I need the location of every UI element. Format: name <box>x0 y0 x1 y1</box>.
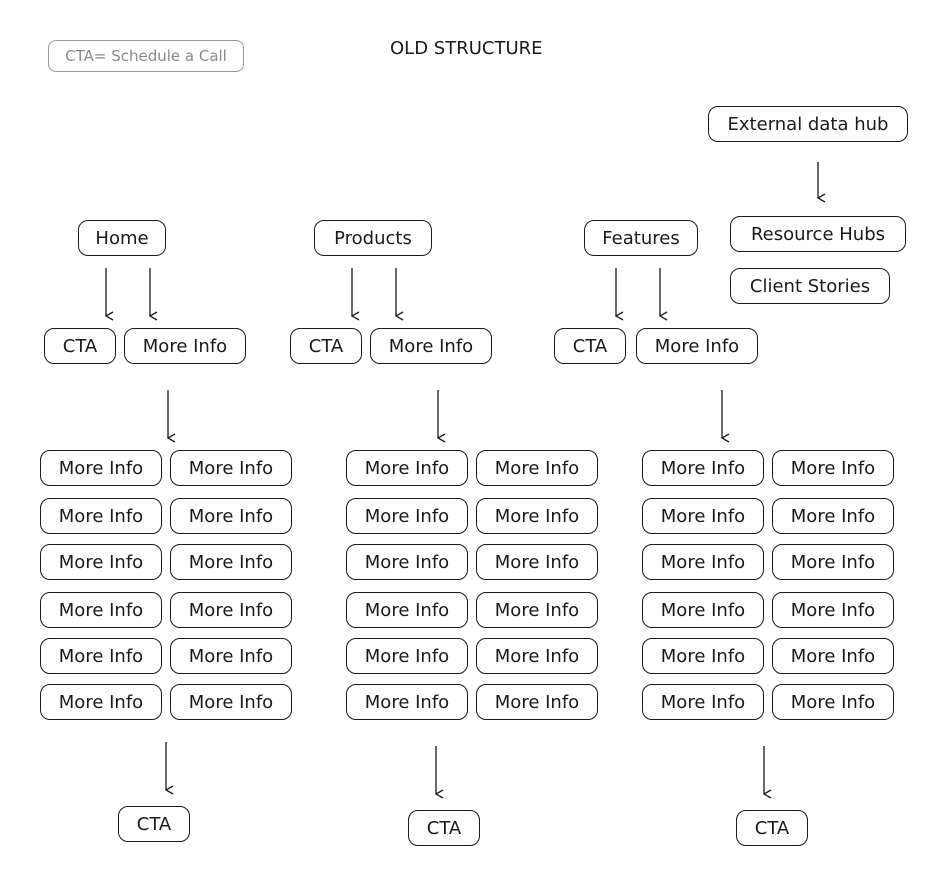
home-more-info-node: More Info <box>124 328 246 364</box>
products-more-info-item: More Info <box>346 450 468 486</box>
client-stories-node: Client Stories <box>730 268 890 304</box>
home-bottom-cta-node: CTA <box>118 806 190 842</box>
products-more-info-item: More Info <box>476 638 598 674</box>
features-more-info-item: More Info <box>642 638 764 674</box>
home-more-info-item: More Info <box>40 638 162 674</box>
features-more-info-item: More Info <box>772 450 894 486</box>
products-more-info-item: More Info <box>346 592 468 628</box>
legend-cta-definition: CTA= Schedule a Call <box>48 40 244 72</box>
products-more-info-item: More Info <box>346 638 468 674</box>
features-node: Features <box>584 220 698 256</box>
home-more-info-item: More Info <box>170 450 292 486</box>
external-data-hub-node: External data hub <box>708 106 908 142</box>
home-more-info-item: More Info <box>40 684 162 720</box>
products-more-info-item: More Info <box>346 498 468 534</box>
products-more-info-item: More Info <box>476 544 598 580</box>
features-more-info-item: More Info <box>642 450 764 486</box>
features-more-info-item: More Info <box>772 684 894 720</box>
features-more-info-item: More Info <box>772 544 894 580</box>
products-more-info-item: More Info <box>476 592 598 628</box>
features-more-info-item: More Info <box>642 498 764 534</box>
products-node: Products <box>314 220 432 256</box>
home-more-info-item: More Info <box>170 498 292 534</box>
home-more-info-item: More Info <box>40 592 162 628</box>
features-more-info-item: More Info <box>772 592 894 628</box>
products-more-info-node: More Info <box>370 328 492 364</box>
features-more-info-node: More Info <box>636 328 758 364</box>
features-more-info-item: More Info <box>642 684 764 720</box>
home-more-info-item: More Info <box>170 638 292 674</box>
features-bottom-cta-node: CTA <box>736 810 808 846</box>
home-more-info-item: More Info <box>170 544 292 580</box>
products-cta-node: CTA <box>290 328 362 364</box>
features-more-info-item: More Info <box>642 544 764 580</box>
products-more-info-item: More Info <box>476 498 598 534</box>
products-more-info-item: More Info <box>476 684 598 720</box>
features-cta-node: CTA <box>554 328 626 364</box>
features-more-info-item: More Info <box>772 638 894 674</box>
products-more-info-item: More Info <box>346 544 468 580</box>
page-title: OLD STRUCTURE <box>390 38 543 59</box>
products-more-info-item: More Info <box>346 684 468 720</box>
home-node: Home <box>78 220 166 256</box>
home-more-info-item: More Info <box>40 544 162 580</box>
home-more-info-item: More Info <box>170 684 292 720</box>
products-more-info-item: More Info <box>476 450 598 486</box>
resource-hubs-node: Resource Hubs <box>730 216 906 252</box>
features-more-info-item: More Info <box>772 498 894 534</box>
home-more-info-item: More Info <box>40 450 162 486</box>
features-more-info-item: More Info <box>642 592 764 628</box>
home-cta-node: CTA <box>44 328 116 364</box>
home-more-info-item: More Info <box>170 592 292 628</box>
home-more-info-item: More Info <box>40 498 162 534</box>
products-bottom-cta-node: CTA <box>408 810 480 846</box>
